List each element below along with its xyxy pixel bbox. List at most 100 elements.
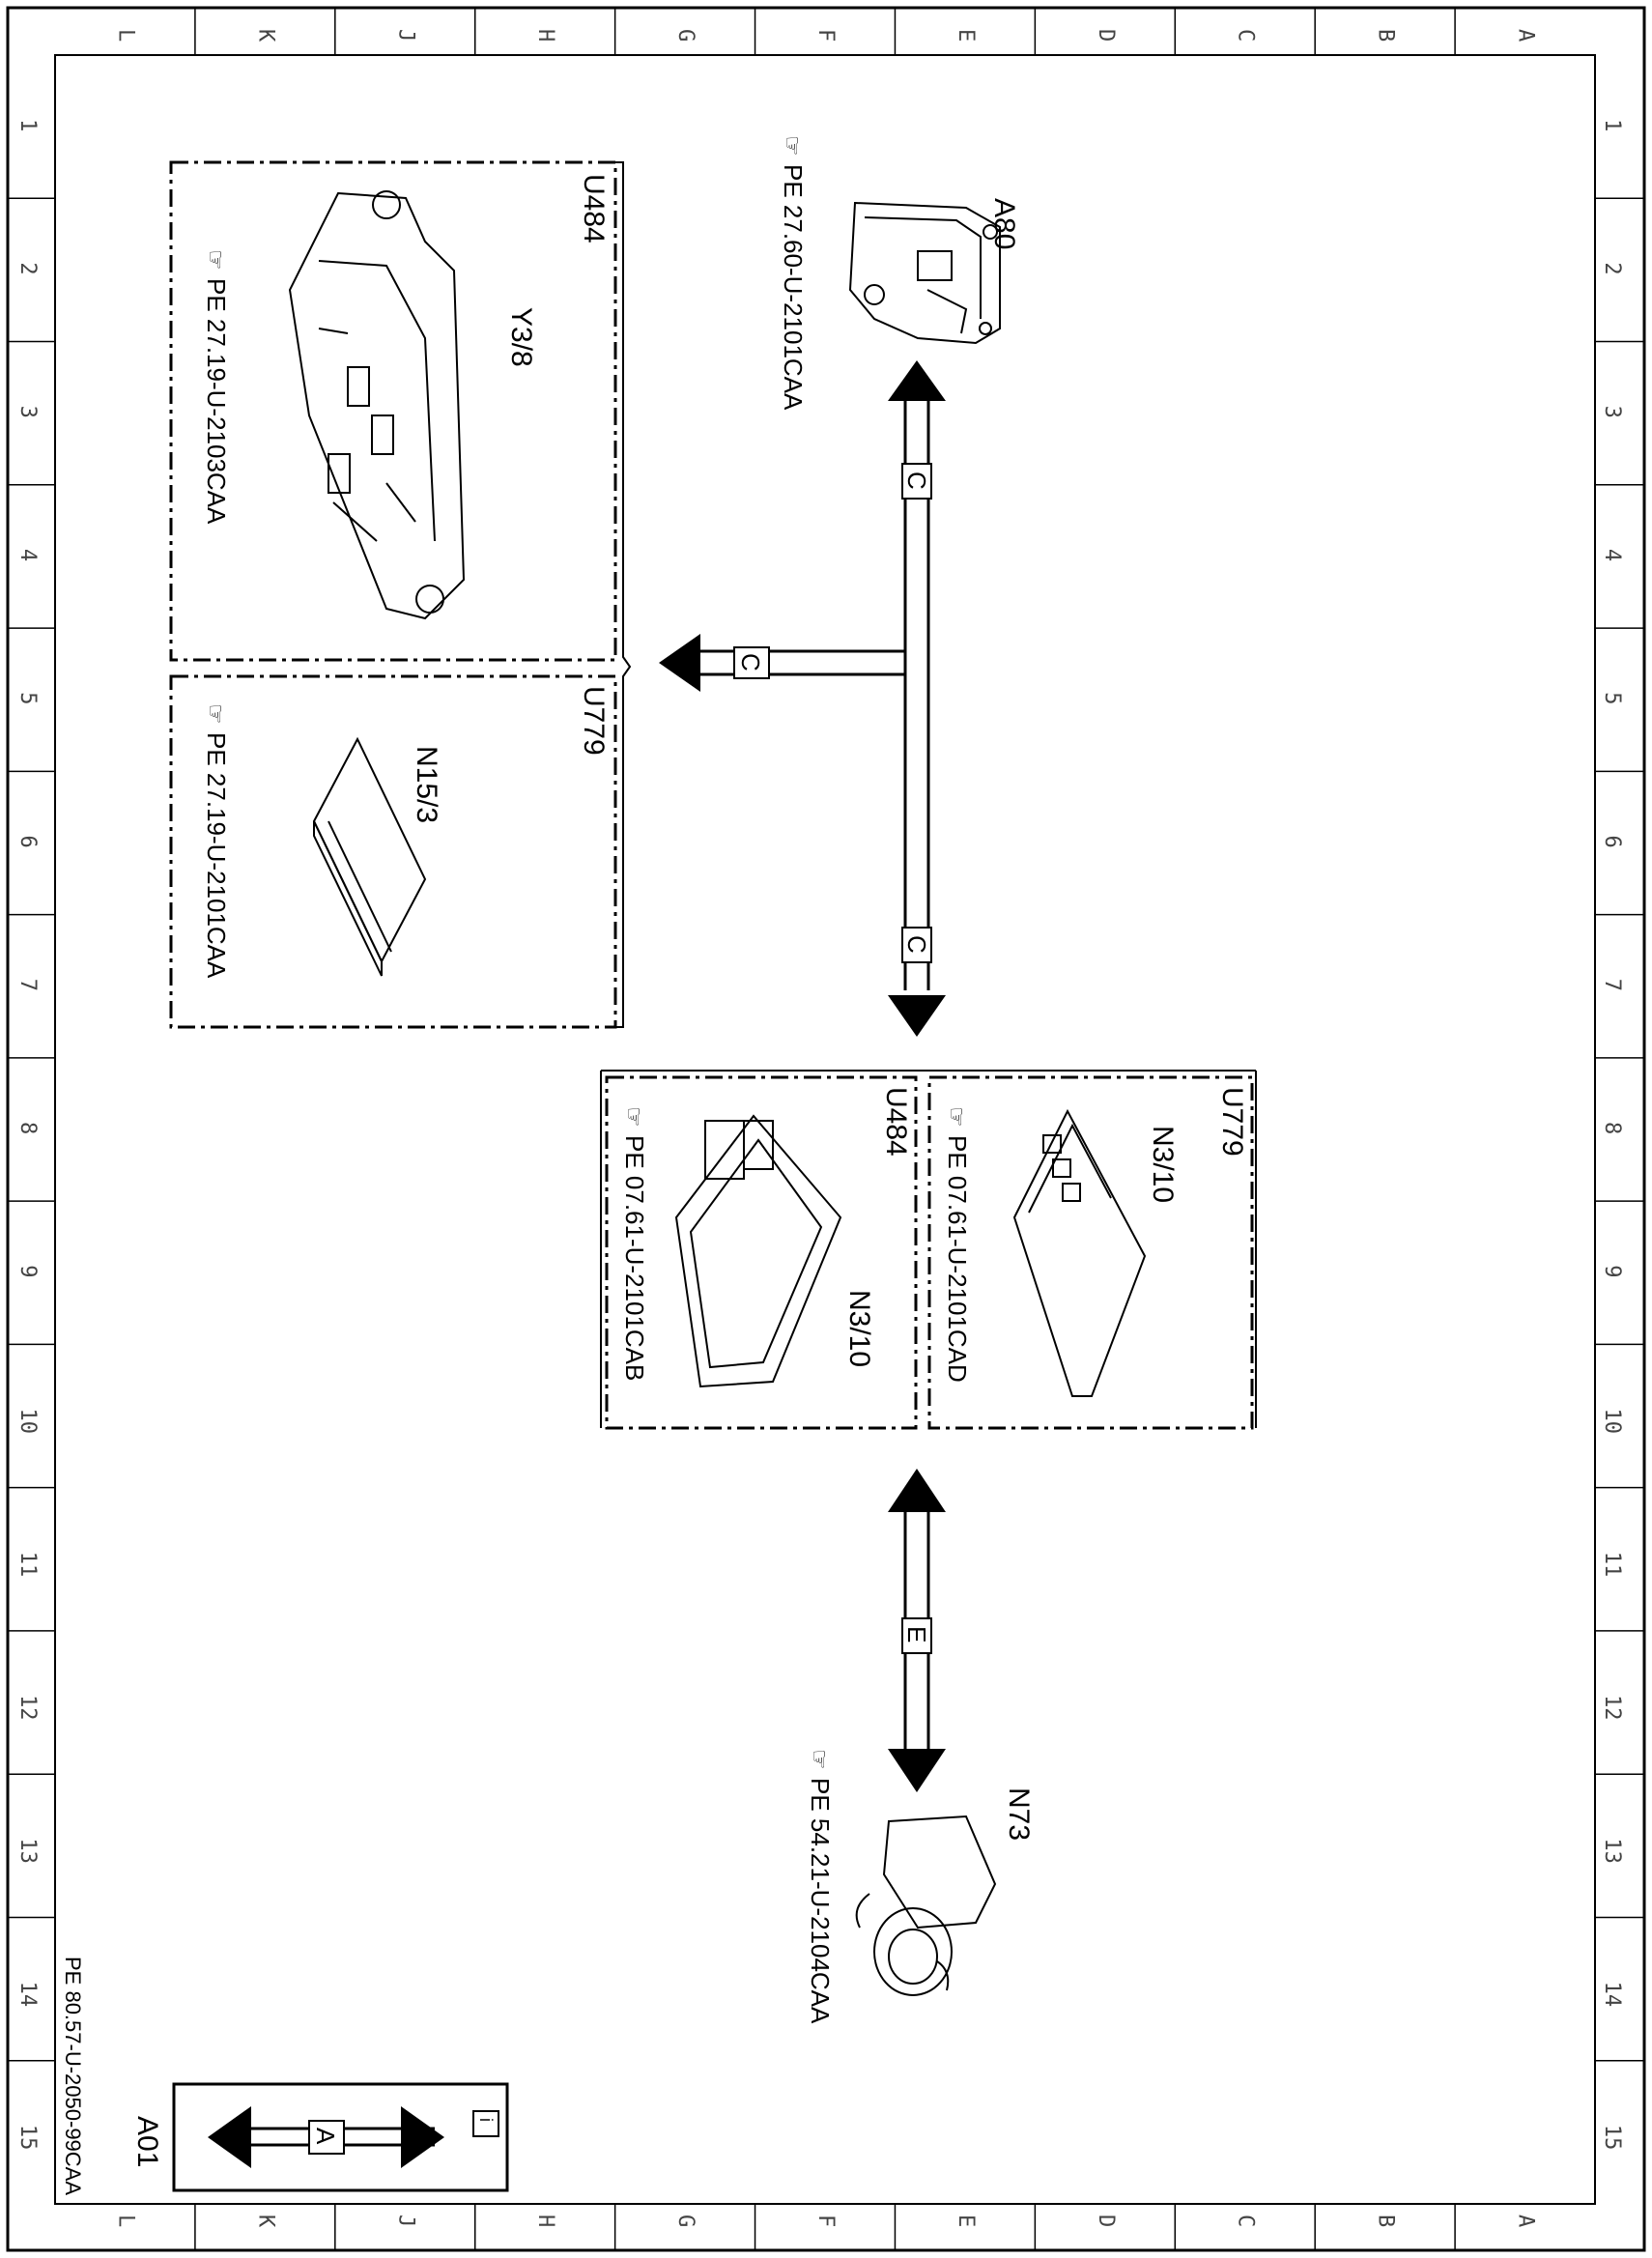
grid-col-label: A (1514, 2215, 1538, 2227)
sheet-id: A01 (131, 2116, 163, 2167)
grid-row-label: 6 (1600, 835, 1624, 847)
n153-ref[interactable]: PE 27.19-U-2101CAA (202, 732, 231, 979)
grid-col-label: D (1094, 2215, 1118, 2227)
grid-row-label: 4 (15, 549, 40, 561)
grid-row-label: 8 (15, 1122, 40, 1134)
bus-c-left-tag[interactable]: C (733, 646, 770, 679)
n310-u779-label: N3/10 (1147, 1126, 1179, 1203)
grid-row-label: 12 (15, 1695, 40, 1721)
n73-ignition-switch-illustration (855, 1815, 997, 1996)
outer-frame (6, 6, 1646, 2252)
u484-n310-frame (605, 1075, 918, 1430)
grid-row-label: 7 (15, 979, 40, 991)
inner-frame (54, 54, 1596, 2205)
bracket-left (615, 161, 632, 1028)
hand-pointer-icon: ☞ (806, 1749, 832, 1770)
svg-text:E: E (902, 1626, 931, 1643)
n310-u484-ref[interactable]: PE 07.61-U-2101CAB (620, 1135, 649, 1381)
grid-row-label: 11 (1600, 1552, 1624, 1578)
grid-col-label: K (253, 2215, 277, 2228)
bus-e-tag[interactable]: E (901, 1617, 932, 1654)
grid-row-label: 2 (15, 262, 40, 274)
grid-row-label: 4 (1600, 549, 1624, 561)
grid-row-label: 3 (1600, 406, 1624, 418)
grid-row-label: 10 (1600, 1409, 1624, 1435)
grid-col-label: L (113, 2215, 137, 2227)
grid-row-label: 2 (1600, 262, 1624, 274)
grid-col-label: G (673, 29, 698, 42)
grid-row-label: 13 (1600, 1838, 1624, 1864)
grid-col-label: C (1234, 2215, 1258, 2227)
hand-pointer-icon: ☞ (943, 1106, 969, 1128)
arrow-up-to-a80 (888, 360, 946, 401)
arrow-down-to-n310 (888, 995, 946, 1037)
y38-label: Y3/8 (505, 307, 537, 367)
grid-col-label: F (813, 2215, 838, 2227)
n310-u779-ref[interactable]: PE 07.61-U-2101CAD (943, 1135, 972, 1383)
a80-ref[interactable]: PE 27.60-U-2101CAA (779, 164, 808, 411)
n73-label: N73 (1003, 1787, 1035, 1841)
n310-bracket (600, 1070, 1257, 1428)
u779-n310-box[interactable]: U779 N3/10 ☞ PE 07.61-U-2101CAD (927, 1075, 1254, 1430)
grid-col-label: C (1234, 29, 1258, 42)
grid-col-label: B (1374, 29, 1398, 42)
u779-top-label: U779 (578, 686, 610, 756)
n310-module-illustration (1012, 1108, 1147, 1397)
grid-col-label: E (954, 2215, 978, 2227)
grid-row-label: 9 (1600, 1265, 1624, 1277)
bus-c-top-tag[interactable]: C (901, 463, 932, 500)
y38-ref[interactable]: PE 27.19-U-2103CAA (202, 278, 231, 525)
n73-ref[interactable]: PE 54.21-U-2104CAA (806, 1778, 835, 2024)
u779-n310-frame (927, 1075, 1254, 1430)
grid-row-label: 7 (1600, 979, 1624, 991)
grid-col-label: G (673, 2215, 698, 2227)
grid-row-label: 6 (15, 835, 40, 847)
n310-ecu-illustration (674, 1114, 842, 1388)
grid-row-label: 5 (15, 692, 40, 704)
n310-u484-label: N3/10 (843, 1290, 875, 1367)
y38-valve-body-illustration (288, 190, 466, 620)
hand-pointer-icon: ☞ (620, 1106, 646, 1128)
arrow-up-to-n310 (888, 1469, 946, 1512)
grid-row-label: 1 (15, 119, 40, 131)
grid-row-label: 12 (1600, 1695, 1624, 1721)
u484-mid-label: U484 (880, 1087, 912, 1157)
grid-row-label: 11 (15, 1552, 40, 1578)
grid-col-label: H (533, 2215, 557, 2227)
u484-y38-frame (169, 160, 617, 662)
grid-row-label: 15 (15, 2125, 40, 2151)
svg-text:C: C (902, 935, 931, 954)
a80-component[interactable]: A80 ☞ PE 27.60-U-2101CAA (779, 135, 1020, 411)
grid-col-label: A (1514, 29, 1538, 42)
grid-row-label: 10 (15, 1409, 40, 1435)
u484-top-label: U484 (578, 174, 610, 243)
grid-row-label: 14 (1600, 1982, 1624, 2008)
legend-bus-label: A (311, 2128, 340, 2145)
arrow-left-to-u484 (659, 634, 700, 692)
grid-row-label: 13 (15, 1838, 40, 1864)
n73-component[interactable]: N73 ☞ PE 54.21-U-2104CAA (806, 1749, 1035, 2024)
hand-pointer-icon: ☞ (202, 249, 228, 271)
grid-col-label: L (113, 29, 137, 42)
hand-pointer-icon: ☞ (779, 135, 805, 157)
u779-n153-frame (169, 674, 617, 1029)
u779-n153-box[interactable]: U779 N15/3 ☞ PE 27.19-U-2101CAA (169, 161, 632, 1029)
u484-y38-box[interactable]: U484 Y3/8 ☞ PE 27.19-U-2103CAA (169, 160, 617, 662)
grid-col-label: E (954, 29, 978, 42)
drawing-number: PE 80.57-U-2050-99CAA (61, 1957, 85, 2195)
svg-text:C: C (736, 653, 765, 672)
hand-pointer-icon: ☞ (202, 703, 228, 725)
bus-c-bottom-tag[interactable]: C (901, 927, 932, 963)
grid-row-label: 3 (15, 406, 40, 418)
grid-row-label: 9 (15, 1265, 40, 1277)
a80-label: A80 (988, 198, 1020, 249)
u484-n310-box[interactable]: U484 N3/10 ☞ PE 07.61-U-2101CAB (605, 1075, 918, 1430)
info-icon[interactable] (472, 2110, 499, 2137)
grid-col-label: D (1094, 29, 1118, 42)
n153-module-illustration (312, 736, 427, 977)
grid-col-label: H (533, 29, 557, 42)
grid-col-label: J (393, 29, 417, 42)
grid-row-label: 8 (1600, 1122, 1624, 1134)
